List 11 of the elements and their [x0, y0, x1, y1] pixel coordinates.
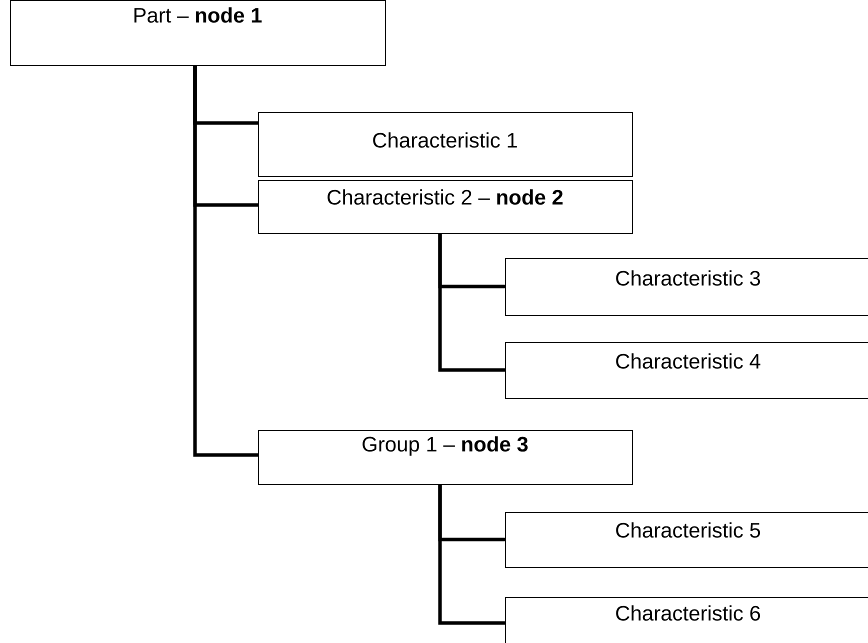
text-box: Characteristic 6	[505, 597, 868, 643]
connector-line	[193, 65, 258, 457]
text-box: Characteristic 4	[505, 342, 868, 399]
text-box: Characteristic 3	[505, 258, 868, 316]
text-box: Characteristic 5	[505, 512, 868, 568]
text-box: Characteristic 1	[258, 112, 633, 177]
connector-line	[438, 484, 505, 625]
connector-line	[438, 233, 505, 372]
text-box: Part – node 1	[10, 0, 386, 66]
text-box: Characteristic 2 – node 2	[258, 180, 633, 234]
text-box: Group 1 – node 3	[258, 430, 633, 485]
